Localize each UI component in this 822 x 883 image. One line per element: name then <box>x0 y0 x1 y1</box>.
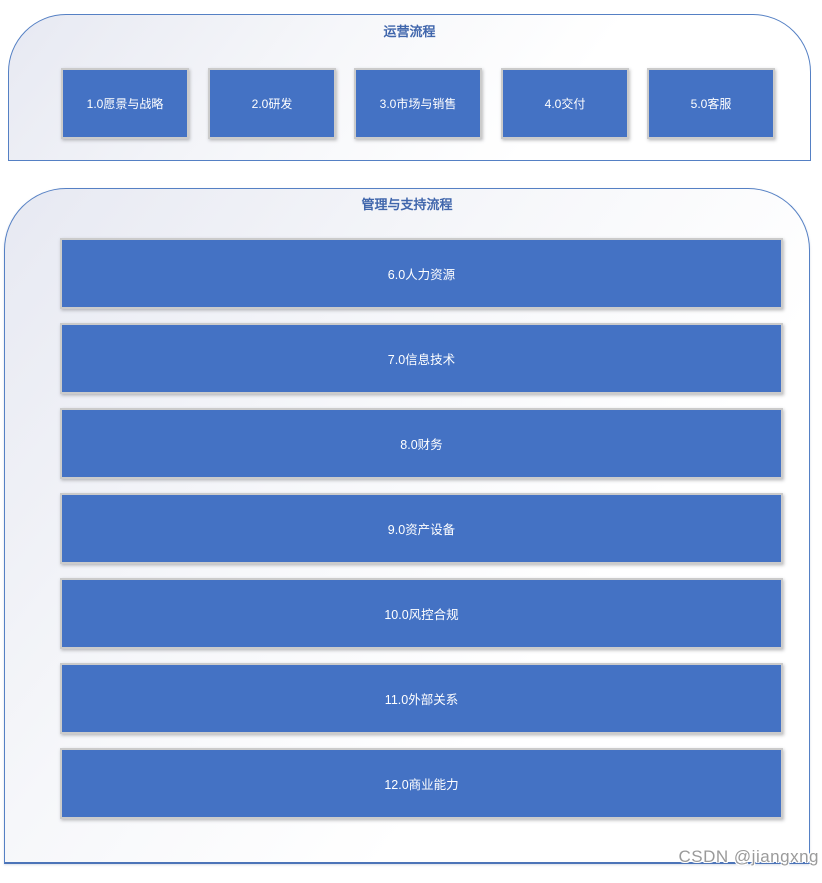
process-bar-label: 7.0信息技术 <box>387 353 456 367</box>
process-bar-label: 8.0财务 <box>400 438 443 452</box>
process-bar-label: 12.0商业能力 <box>384 778 459 792</box>
process-box-label: 2.0研发 <box>251 97 293 111</box>
management-support-processes-title: 管理与支持流程 <box>361 197 453 212</box>
process-bar-label: 11.0外部关系 <box>384 693 459 707</box>
process-bar-assets-equipment: 9.0资产设备 <box>60 493 783 564</box>
management-support-processes-container: 管理与支持流程 6.0人力资源 7.0信息技术 8.0财务 9.0资产设备 10… <box>4 188 810 864</box>
process-box-marketing-sales: 3.0市场与销售 <box>354 68 482 139</box>
process-box-label: 3.0市场与销售 <box>379 97 457 111</box>
process-box-vision-strategy: 1.0愿景与战略 <box>61 68 189 139</box>
process-box-delivery: 4.0交付 <box>501 68 629 139</box>
process-bar-label: 9.0资产设备 <box>387 523 456 537</box>
process-bar-finance: 8.0财务 <box>60 408 783 479</box>
process-box-label: 1.0愿景与战略 <box>86 97 164 111</box>
process-bar-business-capability: 12.0商业能力 <box>60 748 783 819</box>
process-box-rnd: 2.0研发 <box>208 68 336 139</box>
csdn-watermark: CSDN @jiangxng <box>678 847 819 866</box>
operating-processes-title: 运营流程 <box>383 24 436 39</box>
process-bar-information-technology: 7.0信息技术 <box>60 323 783 394</box>
process-bar-label: 10.0风控合规 <box>384 608 459 622</box>
process-box-label: 5.0客服 <box>690 97 732 111</box>
operating-processes-container: 运营流程 1.0愿景与战略 2.0研发 3.0市场与销售 4.0交付 5.0客服 <box>8 14 811 161</box>
process-bar-label: 6.0人力资源 <box>387 268 456 282</box>
process-bar-external-relations: 11.0外部关系 <box>60 663 783 734</box>
process-box-customer-service: 5.0客服 <box>647 68 775 139</box>
process-bar-human-resources: 6.0人力资源 <box>60 238 783 309</box>
process-bar-risk-compliance: 10.0风控合规 <box>60 578 783 649</box>
process-box-label: 4.0交付 <box>544 97 586 111</box>
